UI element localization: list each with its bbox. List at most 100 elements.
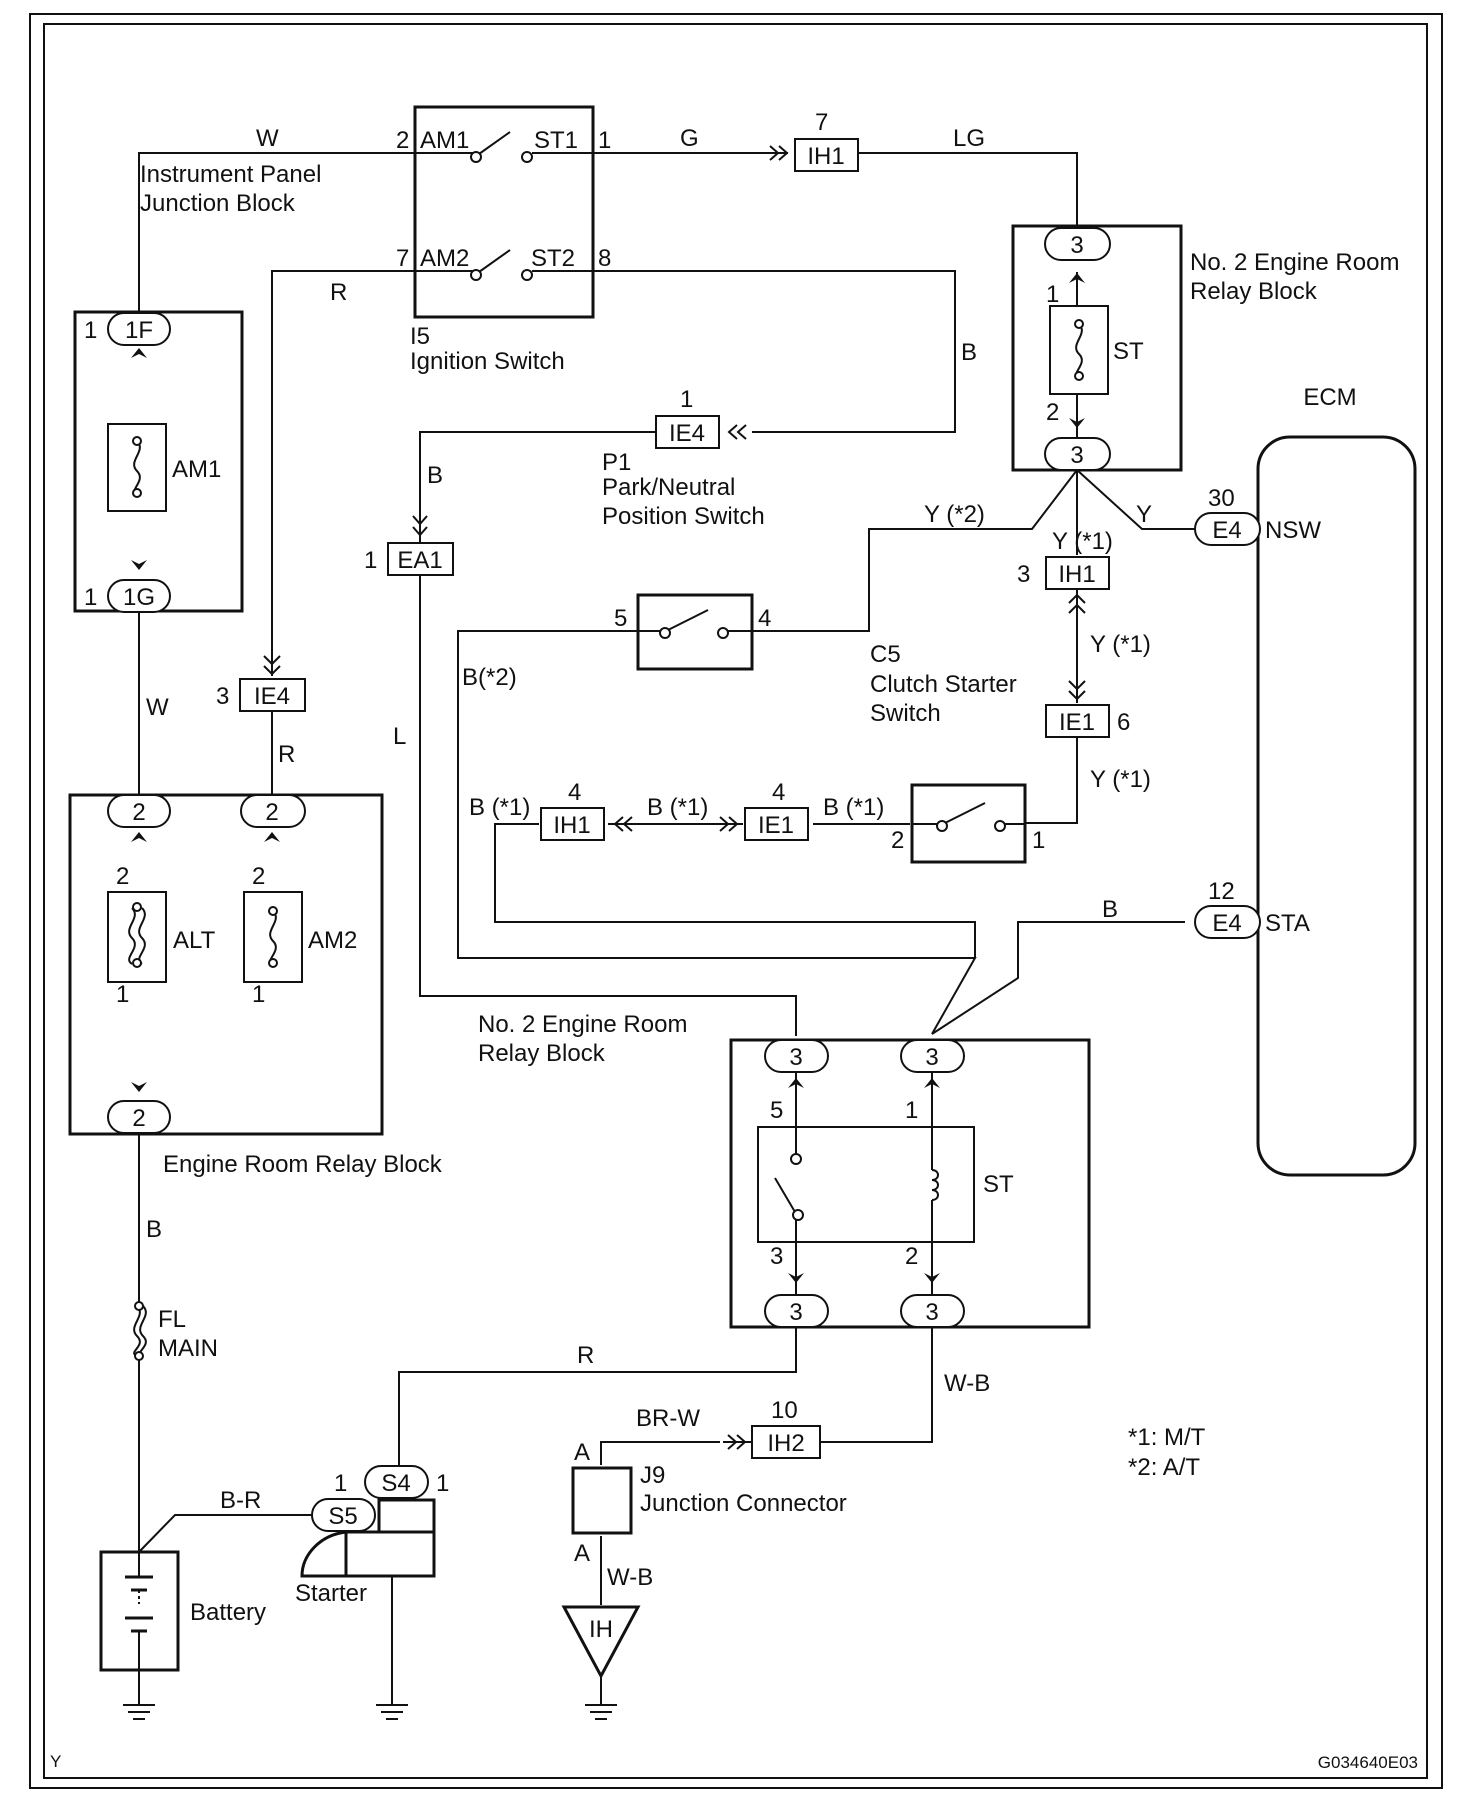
pin-ih1-7: 7	[815, 109, 828, 136]
svg-text:3: 3	[1070, 442, 1083, 469]
ignition-switch-name: Ignition Switch	[410, 348, 565, 375]
switch-term-st2: ST2	[531, 245, 575, 272]
fuse-alt-label: ALT	[173, 927, 216, 954]
ecm-sta: STA	[1265, 910, 1310, 937]
pin-pn-2: 2	[891, 827, 904, 854]
pin-ign-8: 8	[598, 245, 611, 272]
corner-y: Y	[50, 1752, 61, 1771]
svg-text:EA1: EA1	[397, 547, 442, 574]
svg-text:3: 3	[789, 1299, 802, 1326]
pn-switch-code: P1	[602, 449, 631, 476]
svg-text:IH2: IH2	[767, 1430, 804, 1457]
svg-text:S5: S5	[328, 1503, 357, 1530]
conn-ih2	[751, 1425, 821, 1459]
svg-text:IH1: IH1	[1058, 561, 1095, 588]
svg-text:2: 2	[265, 799, 278, 826]
pin-pn-1: 1	[1032, 827, 1045, 854]
svg-text:W-B: W-B	[607, 1564, 653, 1591]
pin-cl-4: 4	[758, 605, 771, 632]
svg-text:Y: Y	[1136, 501, 1152, 528]
conn-er2t-3a	[1044, 227, 1111, 261]
ignition-switch-code: I5	[410, 323, 430, 350]
pin-st-2: 2	[1046, 399, 1059, 426]
pin-am2-2: 2	[252, 863, 265, 890]
conn-ie1-b	[744, 807, 809, 841]
junction-code: J9	[640, 1462, 665, 1489]
flow-arrows	[131, 273, 1085, 1283]
note-at: *2: A/T	[1128, 1454, 1200, 1481]
svg-text:W-B: W-B	[944, 1370, 990, 1397]
figure-code: G034640E03	[1318, 1753, 1418, 1772]
svg-text:B-R: B-R	[220, 1487, 261, 1514]
svg-text:Y (*2): Y (*2)	[924, 501, 985, 528]
svg-text:B: B	[427, 462, 443, 489]
svg-text:S4: S4	[381, 1470, 410, 1497]
starter-body	[300, 1498, 436, 1578]
svg-text:BR-W: BR-W	[636, 1405, 700, 1432]
switch-term-am1: AM1	[420, 127, 469, 154]
fuse-am1-label: AM1	[172, 456, 221, 483]
svg-text:3: 3	[925, 1044, 938, 1071]
pin-alt-2: 2	[116, 863, 129, 890]
outer-border	[29, 13, 1443, 1789]
conn-s4	[364, 1465, 429, 1499]
pin-relay-2: 2	[905, 1243, 918, 1270]
svg-text:B: B	[146, 1216, 162, 1243]
svg-text:1F: 1F	[125, 317, 153, 344]
svg-text:R: R	[330, 279, 347, 306]
svg-text:2: 2	[132, 1105, 145, 1132]
pin-ih2-10: 10	[771, 1397, 798, 1424]
conn-ie4-mid	[239, 678, 306, 712]
fuse-am2-label: AM2	[308, 927, 357, 954]
fusible-link	[133, 1305, 147, 1357]
ground-symbols	[123, 1704, 617, 1720]
pin-ea1-1: 1	[364, 547, 377, 574]
conn-ea1	[387, 542, 454, 576]
relay-st-label: ST	[983, 1171, 1014, 1198]
pin-ih1-3: 3	[1017, 561, 1030, 588]
svg-text:E4: E4	[1212, 517, 1241, 544]
pin-ie1-4: 4	[772, 779, 785, 806]
wire-color-labels: W G LG R B B Y (*2) Y Y (*1) Y (*1) Y (*…	[146, 125, 1152, 1591]
clutch-switch-code: C5	[870, 641, 901, 668]
pin-j-a1: A	[574, 1439, 590, 1466]
ignition-switch-contacts	[415, 131, 593, 281]
conn-e4-sta	[1194, 905, 1261, 939]
pin-am2-1: 1	[252, 981, 265, 1008]
svg-text:Y (*1): Y (*1)	[1052, 528, 1113, 555]
ignition-switch-box	[413, 105, 595, 319]
pin-s4: 1	[436, 1470, 449, 1497]
svg-text:B: B	[961, 339, 977, 366]
inner-border	[43, 23, 1428, 1779]
junction-connector-box	[571, 1466, 633, 1535]
fuse-st-label: ST	[1113, 338, 1144, 365]
svg-text:IH1: IH1	[807, 143, 844, 170]
conn-er2t-3b	[1044, 437, 1111, 471]
ecm-box	[1256, 435, 1417, 1177]
ih-ground-label: IH	[589, 1616, 613, 1643]
svg-text:3: 3	[925, 1299, 938, 1326]
pin-ie4-3: 3	[216, 683, 229, 710]
svg-text:B (*1): B (*1)	[647, 794, 708, 821]
pin-1g: 1	[84, 584, 97, 611]
svg-text:L: L	[393, 723, 406, 750]
svg-text:IH1: IH1	[553, 812, 590, 839]
pin-ie1-6: 6	[1117, 709, 1130, 736]
svg-text:LG: LG	[953, 125, 985, 152]
junction-name: Junction Connector	[640, 1490, 847, 1517]
svg-text:B (*1): B (*1)	[469, 794, 530, 821]
pin-relay-5: 5	[770, 1097, 783, 1124]
svg-text:IE4: IE4	[254, 683, 290, 710]
ecm-nsw: NSW	[1265, 517, 1321, 544]
switch-term-am2: AM2	[420, 245, 469, 272]
svg-text:Y (*1): Y (*1)	[1090, 631, 1151, 658]
svg-text:1G: 1G	[123, 584, 155, 611]
battery-cells	[125, 1552, 153, 1670]
pin-st-1: 1	[1046, 281, 1059, 308]
pin-relay-1: 1	[905, 1097, 918, 1124]
pin-1f: 1	[84, 317, 97, 344]
